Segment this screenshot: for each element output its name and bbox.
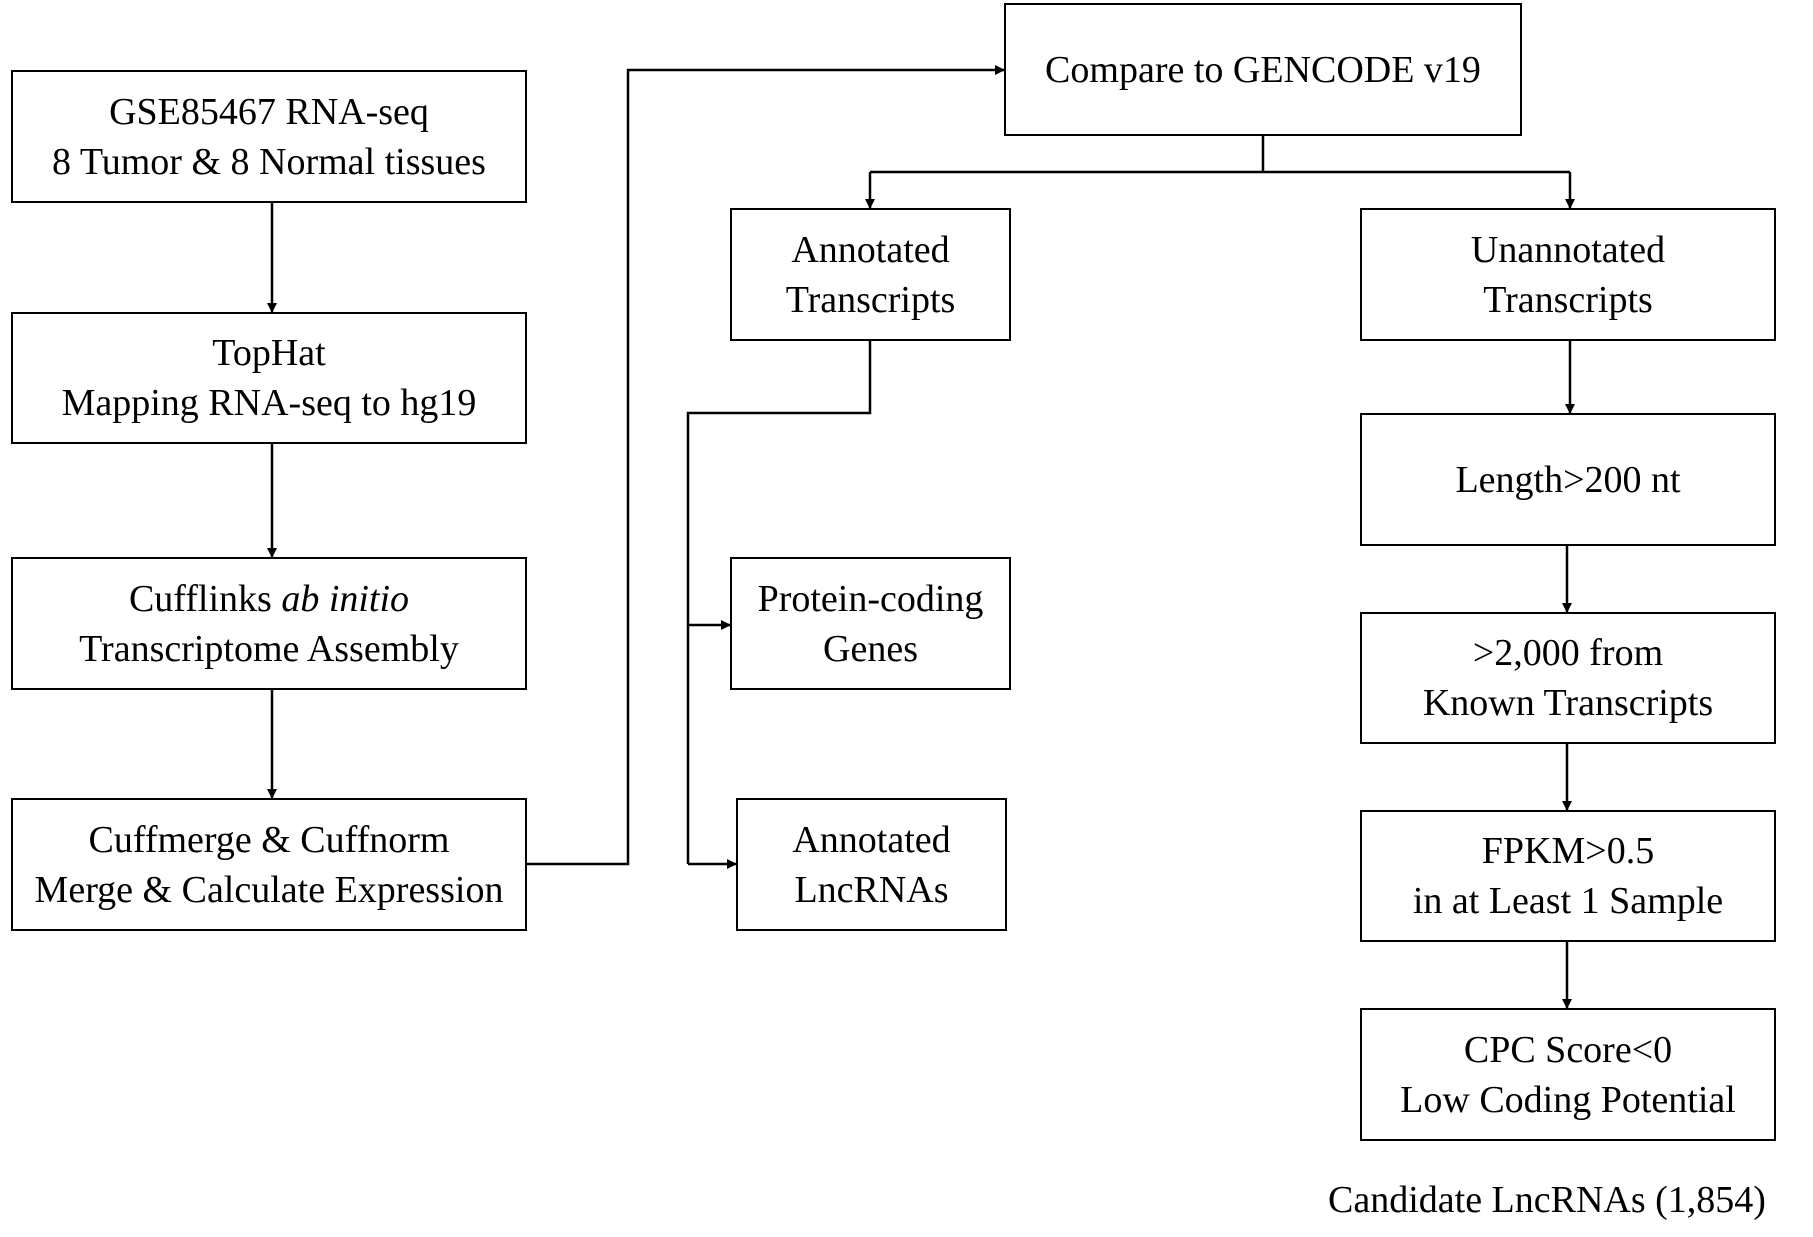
- fpkm-filter-line1: FPKM>0.5: [1481, 830, 1655, 872]
- cuffmerge-line1: Cuffmerge & Cuffnorm: [88, 818, 450, 861]
- distance-filter-line1: >2,000 from: [1472, 632, 1664, 674]
- distance-filter-box: >2,000 from Known Transcripts: [1360, 612, 1776, 744]
- unannotated-transcripts-line2: Transcripts: [1483, 278, 1653, 321]
- cuffmerge-box: Cuffmerge & Cuffnorm Merge & Calculate E…: [11, 798, 527, 931]
- length-filter-label: Length>200 nt: [1455, 458, 1681, 501]
- annotated-lncrnas-line2: LncRNAs: [794, 868, 949, 911]
- annotated-transcripts-box: Annotated Transcripts: [730, 208, 1011, 341]
- unannotated-transcripts-line1: Unannotated: [1470, 228, 1666, 271]
- annotated-transcripts-line1: Annotated: [791, 228, 950, 271]
- cpc-filter-box: CPC Score<0 Low Coding Potential: [1360, 1008, 1776, 1141]
- gse-dataset-box: GSE85467 RNA-seq 8 Tumor & 8 Normal tiss…: [11, 70, 527, 203]
- compare-gencode-box: Compare to GENCODE v19: [1004, 3, 1522, 136]
- tophat-line1: TopHat: [212, 332, 326, 374]
- annotated-transcripts-line2: Transcripts: [785, 278, 956, 321]
- unannotated-transcripts-box: Unannotated Transcripts: [1360, 208, 1776, 341]
- compare-gencode-label: Compare to GENCODE v19: [1045, 48, 1481, 91]
- protein-coding-box: Protein-coding Genes: [730, 557, 1011, 690]
- candidate-lncrnas-result: Candidate LncRNAs (1,854): [1328, 1179, 1766, 1221]
- gse-dataset-line1: GSE85467 RNA-seq: [109, 90, 429, 133]
- cufflinks-line1: Cufflinks ab initio: [129, 574, 409, 624]
- cufflinks-line1-plain: Cufflinks: [128, 577, 272, 620]
- protein-coding-line2: Genes: [823, 627, 918, 670]
- arrow-cuffmerge-to-compare: [527, 65, 1005, 866]
- tophat-line2: Mapping RNA-seq to hg19: [61, 382, 477, 424]
- distance-filter-line2: Known Transcripts: [1422, 682, 1714, 724]
- connector-annotated-branch: [686, 341, 872, 864]
- cufflinks-line2: Transcriptome Assembly: [79, 627, 459, 670]
- tophat-box: TopHat Mapping RNA-seq to hg19: [11, 312, 527, 444]
- length-filter-box: Length>200 nt: [1360, 413, 1776, 546]
- fpkm-filter-line2: in at Least 1 Sample: [1412, 880, 1724, 922]
- cpc-filter-line1: CPC Score<0: [1463, 1028, 1673, 1071]
- annotated-lncrnas-line1: Annotated: [792, 818, 951, 861]
- protein-coding-line1: Protein-coding: [757, 577, 984, 620]
- cufflinks-line1-italic: ab initio: [281, 577, 410, 620]
- cufflinks-box: Cufflinks ab initio Transcriptome Assemb…: [11, 557, 527, 690]
- gse-dataset-line2: 8 Tumor & 8 Normal tissues: [52, 140, 486, 183]
- fpkm-filter-box: FPKM>0.5 in at Least 1 Sample: [1360, 810, 1776, 942]
- cuffmerge-line2: Merge & Calculate Expression: [34, 868, 504, 911]
- annotated-lncrnas-box: Annotated LncRNAs: [736, 798, 1007, 931]
- cpc-filter-line2: Low Coding Potential: [1400, 1078, 1736, 1121]
